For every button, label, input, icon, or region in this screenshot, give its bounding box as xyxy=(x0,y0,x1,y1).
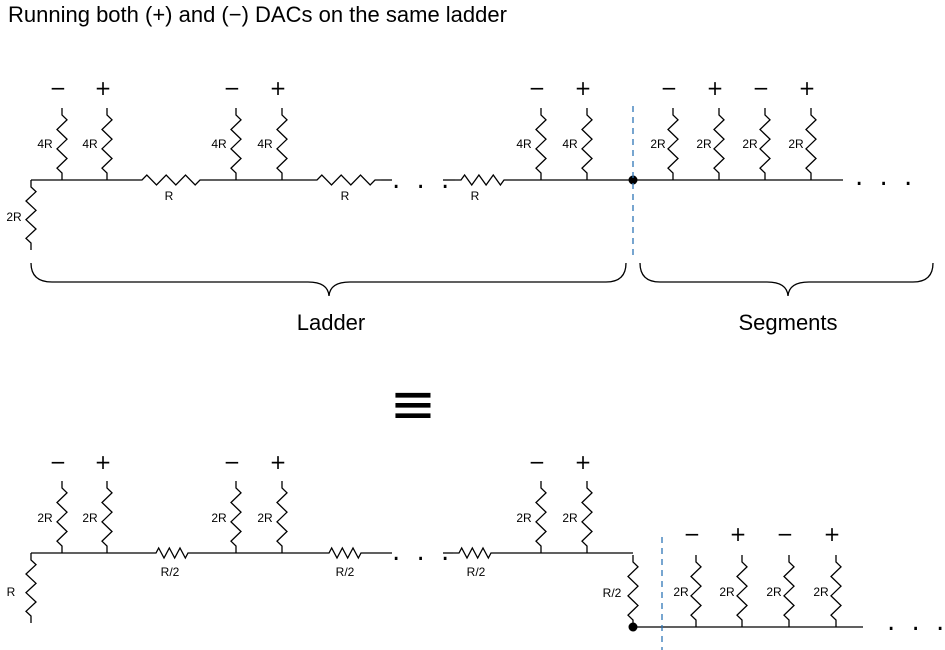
minus-sign: − xyxy=(224,76,241,100)
plus-sign: + xyxy=(730,522,747,546)
segments-brace xyxy=(639,262,934,297)
ladder-resistor-4r xyxy=(56,108,68,180)
segment-resistor-2r xyxy=(830,555,842,627)
series-resistor-label: R xyxy=(341,189,350,203)
bottom-rail-ellipsis: . . . xyxy=(392,537,453,567)
minus-sign: − xyxy=(529,450,546,474)
segment-resistor-label: 2R xyxy=(813,585,829,599)
minus-sign: − xyxy=(224,450,241,474)
plus-sign: + xyxy=(575,450,592,474)
segment-resistor-2r xyxy=(736,555,748,627)
ladder-resistor-label: 4R xyxy=(211,137,227,151)
ladder-resistor-4r xyxy=(581,108,593,180)
minus-sign: − xyxy=(753,76,770,100)
ladder-resistor-2r xyxy=(581,481,593,553)
series-resistor-r xyxy=(455,173,510,187)
series-resistor-label: R/2 xyxy=(336,565,355,579)
plus-sign: + xyxy=(575,76,592,100)
top-segment-ellipsis: . . . xyxy=(855,162,916,192)
series-resistor-r-half xyxy=(150,546,194,560)
segment-resistor-2r xyxy=(805,108,817,180)
segment-resistor-label: 2R xyxy=(650,137,666,151)
plus-sign: + xyxy=(95,450,112,474)
series-resistor-r-half xyxy=(453,546,497,560)
segment-resistor-label: 2R xyxy=(766,585,782,599)
segments-caption: Segments xyxy=(738,310,837,335)
segment-resistor-label: 2R xyxy=(673,585,689,599)
ladder-resistor-2r xyxy=(535,481,547,553)
minus-sign: − xyxy=(777,522,794,546)
ladder-resistor-label: 2R xyxy=(562,511,578,525)
series-resistor-label: R xyxy=(165,189,174,203)
minus-sign: − xyxy=(684,522,701,546)
plus-sign: + xyxy=(270,450,287,474)
series-resistor-label: R/2 xyxy=(161,565,180,579)
series-resistor-r-half xyxy=(323,546,367,560)
bottom-circuit: . . . . . . − 2R +2R − 2R +2R − 2R +2R − 2R +2R − 2R +… xyxy=(7,450,945,650)
ladder-resistor-2r xyxy=(101,481,113,553)
segment-resistor-label: 2R xyxy=(742,137,758,151)
bottom-segment-ellipsis: . . . xyxy=(887,607,945,637)
ladder-resistor-2r xyxy=(230,481,242,553)
ladder-resistor-2r xyxy=(56,481,68,553)
ladder-resistor-4r xyxy=(230,108,242,180)
segment-resistor-label: 2R xyxy=(719,585,735,599)
junction-resistor-r-half xyxy=(627,555,639,627)
top-circuit: . . . . . . − 4R +4R − 4R +4R − 4R +4R − 2R +2R − 2R +… xyxy=(6,76,934,335)
page-title: Running both (+) and (−) DACs on the sam… xyxy=(8,2,507,27)
series-resistor-r xyxy=(136,174,206,186)
segment-resistor-label: 2R xyxy=(788,137,804,151)
plus-sign: + xyxy=(95,76,112,100)
ladder-resistor-label: 4R xyxy=(82,137,98,151)
top-junction-node xyxy=(628,175,638,185)
equivalence-symbol: ≡ xyxy=(390,372,437,437)
series-resistor-label: R xyxy=(471,189,480,203)
minus-sign: − xyxy=(50,450,67,474)
top-rail-ellipsis: . . . xyxy=(392,165,453,195)
termination-resistor xyxy=(25,180,37,250)
ladder-resistor-label: 4R xyxy=(257,137,273,151)
junction-resistor-label: R/2 xyxy=(603,586,622,600)
segment-resistor-2r xyxy=(690,555,702,627)
plus-sign: + xyxy=(707,76,724,100)
minus-sign: − xyxy=(529,76,546,100)
plus-sign: + xyxy=(270,76,287,100)
ladder-resistor-label: 4R xyxy=(516,137,532,151)
segment-resistor-2r xyxy=(783,555,795,627)
series-resistor-r xyxy=(311,174,381,186)
segment-resistor-2r xyxy=(713,108,725,180)
plus-sign: + xyxy=(824,522,841,546)
series-resistor-label: R/2 xyxy=(467,565,486,579)
ladder-resistor-label: 2R xyxy=(516,511,532,525)
ladder-resistor-2r xyxy=(276,481,288,553)
ladder-brace xyxy=(30,262,627,297)
ladder-resistor-4r xyxy=(535,108,547,180)
ladder-resistor-label: 2R xyxy=(37,511,53,525)
ladder-resistor-4r xyxy=(101,108,113,180)
termination-resistor-label: 2R xyxy=(6,210,22,224)
termination-resistor-label: R xyxy=(7,585,16,599)
segment-resistor-2r xyxy=(759,108,771,180)
ladder-resistor-label: 4R xyxy=(37,137,53,151)
segment-resistor-2r xyxy=(667,108,679,180)
ladder-resistor-4r xyxy=(276,108,288,180)
ladder-resistor-label: 2R xyxy=(257,511,273,525)
ladder-resistor-label: 2R xyxy=(211,511,227,525)
ladder-caption: Ladder xyxy=(297,310,366,335)
ladder-resistor-label: 4R xyxy=(562,137,578,151)
segment-resistor-label: 2R xyxy=(696,137,712,151)
minus-sign: − xyxy=(661,76,678,100)
ladder-resistor-label: 2R xyxy=(82,511,98,525)
termination-resistor xyxy=(25,553,37,623)
minus-sign: − xyxy=(50,76,67,100)
plus-sign: + xyxy=(799,76,816,100)
